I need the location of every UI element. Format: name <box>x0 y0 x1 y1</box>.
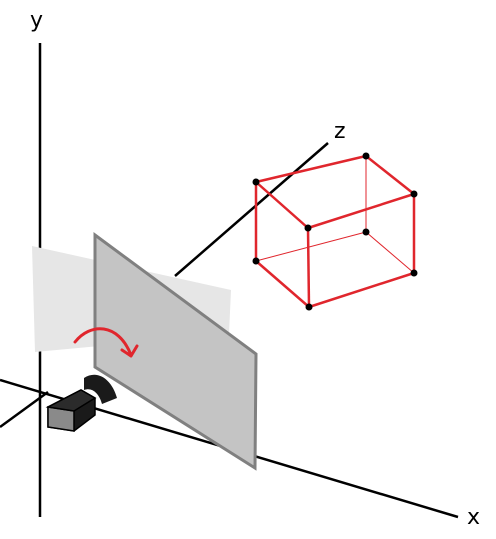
z-axis-label: z <box>334 119 346 144</box>
cube-hidden-edges <box>255 156 415 274</box>
cube-vertex <box>252 257 260 265</box>
cube-vertices <box>252 152 418 311</box>
projection-plane <box>93 232 258 471</box>
video-camera-icon <box>45 374 117 432</box>
cube-vertex <box>305 303 313 311</box>
cube-vertex <box>410 269 418 277</box>
cube-vertex <box>304 224 312 232</box>
z-axis-negative <box>0 390 49 429</box>
cube-vertex <box>410 190 418 198</box>
wireframe-cube <box>252 152 418 311</box>
cube-vertex <box>362 228 370 236</box>
curved-arrow-icon <box>73 327 139 358</box>
x-axis-label: x <box>467 505 480 530</box>
y-axis-label: y <box>30 8 43 33</box>
cube-vertex <box>362 152 370 160</box>
cube-vertex <box>252 178 260 186</box>
z-axis <box>174 142 329 277</box>
cube-visible-edges <box>254 154 416 309</box>
